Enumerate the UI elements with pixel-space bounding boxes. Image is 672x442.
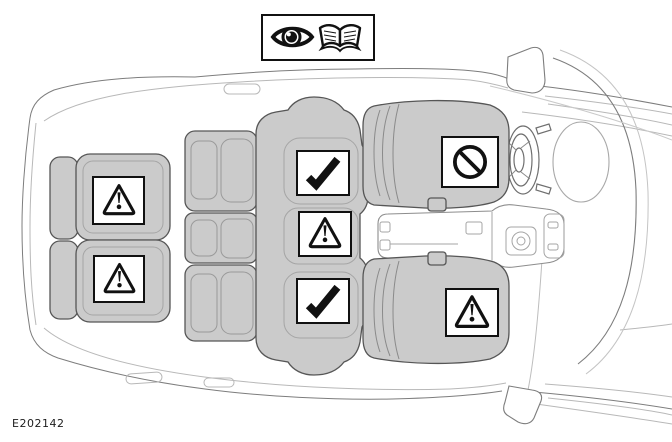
seat-symbol-boxes xyxy=(92,136,499,337)
owners-manual-book-icon xyxy=(318,24,362,53)
lower-wing-mirror xyxy=(503,385,543,425)
second-row-cushions xyxy=(184,130,258,342)
eye-icon xyxy=(270,26,315,48)
rear-lower-warning-triangle-icon xyxy=(93,255,145,303)
column-stalk-lower xyxy=(535,183,552,195)
dashboard-binnacle xyxy=(552,121,610,203)
car-body-outline xyxy=(21,67,672,425)
front-upper-prohibition-icon xyxy=(441,136,499,188)
legend-box xyxy=(261,14,375,61)
column-stalk-upper xyxy=(535,123,552,135)
figure-code: E202142 xyxy=(12,417,65,430)
front-lower-warning-triangle-icon xyxy=(445,288,499,337)
upper-wing-mirror xyxy=(506,46,546,94)
middle-lower-checkmark-icon xyxy=(296,278,350,324)
middle-center-warning-triangle-icon xyxy=(298,211,352,257)
center-console xyxy=(377,204,565,268)
steering-wheel xyxy=(506,123,552,195)
rear-upper-warning-triangle-icon xyxy=(92,176,145,225)
middle-upper-checkmark-icon xyxy=(296,150,350,196)
